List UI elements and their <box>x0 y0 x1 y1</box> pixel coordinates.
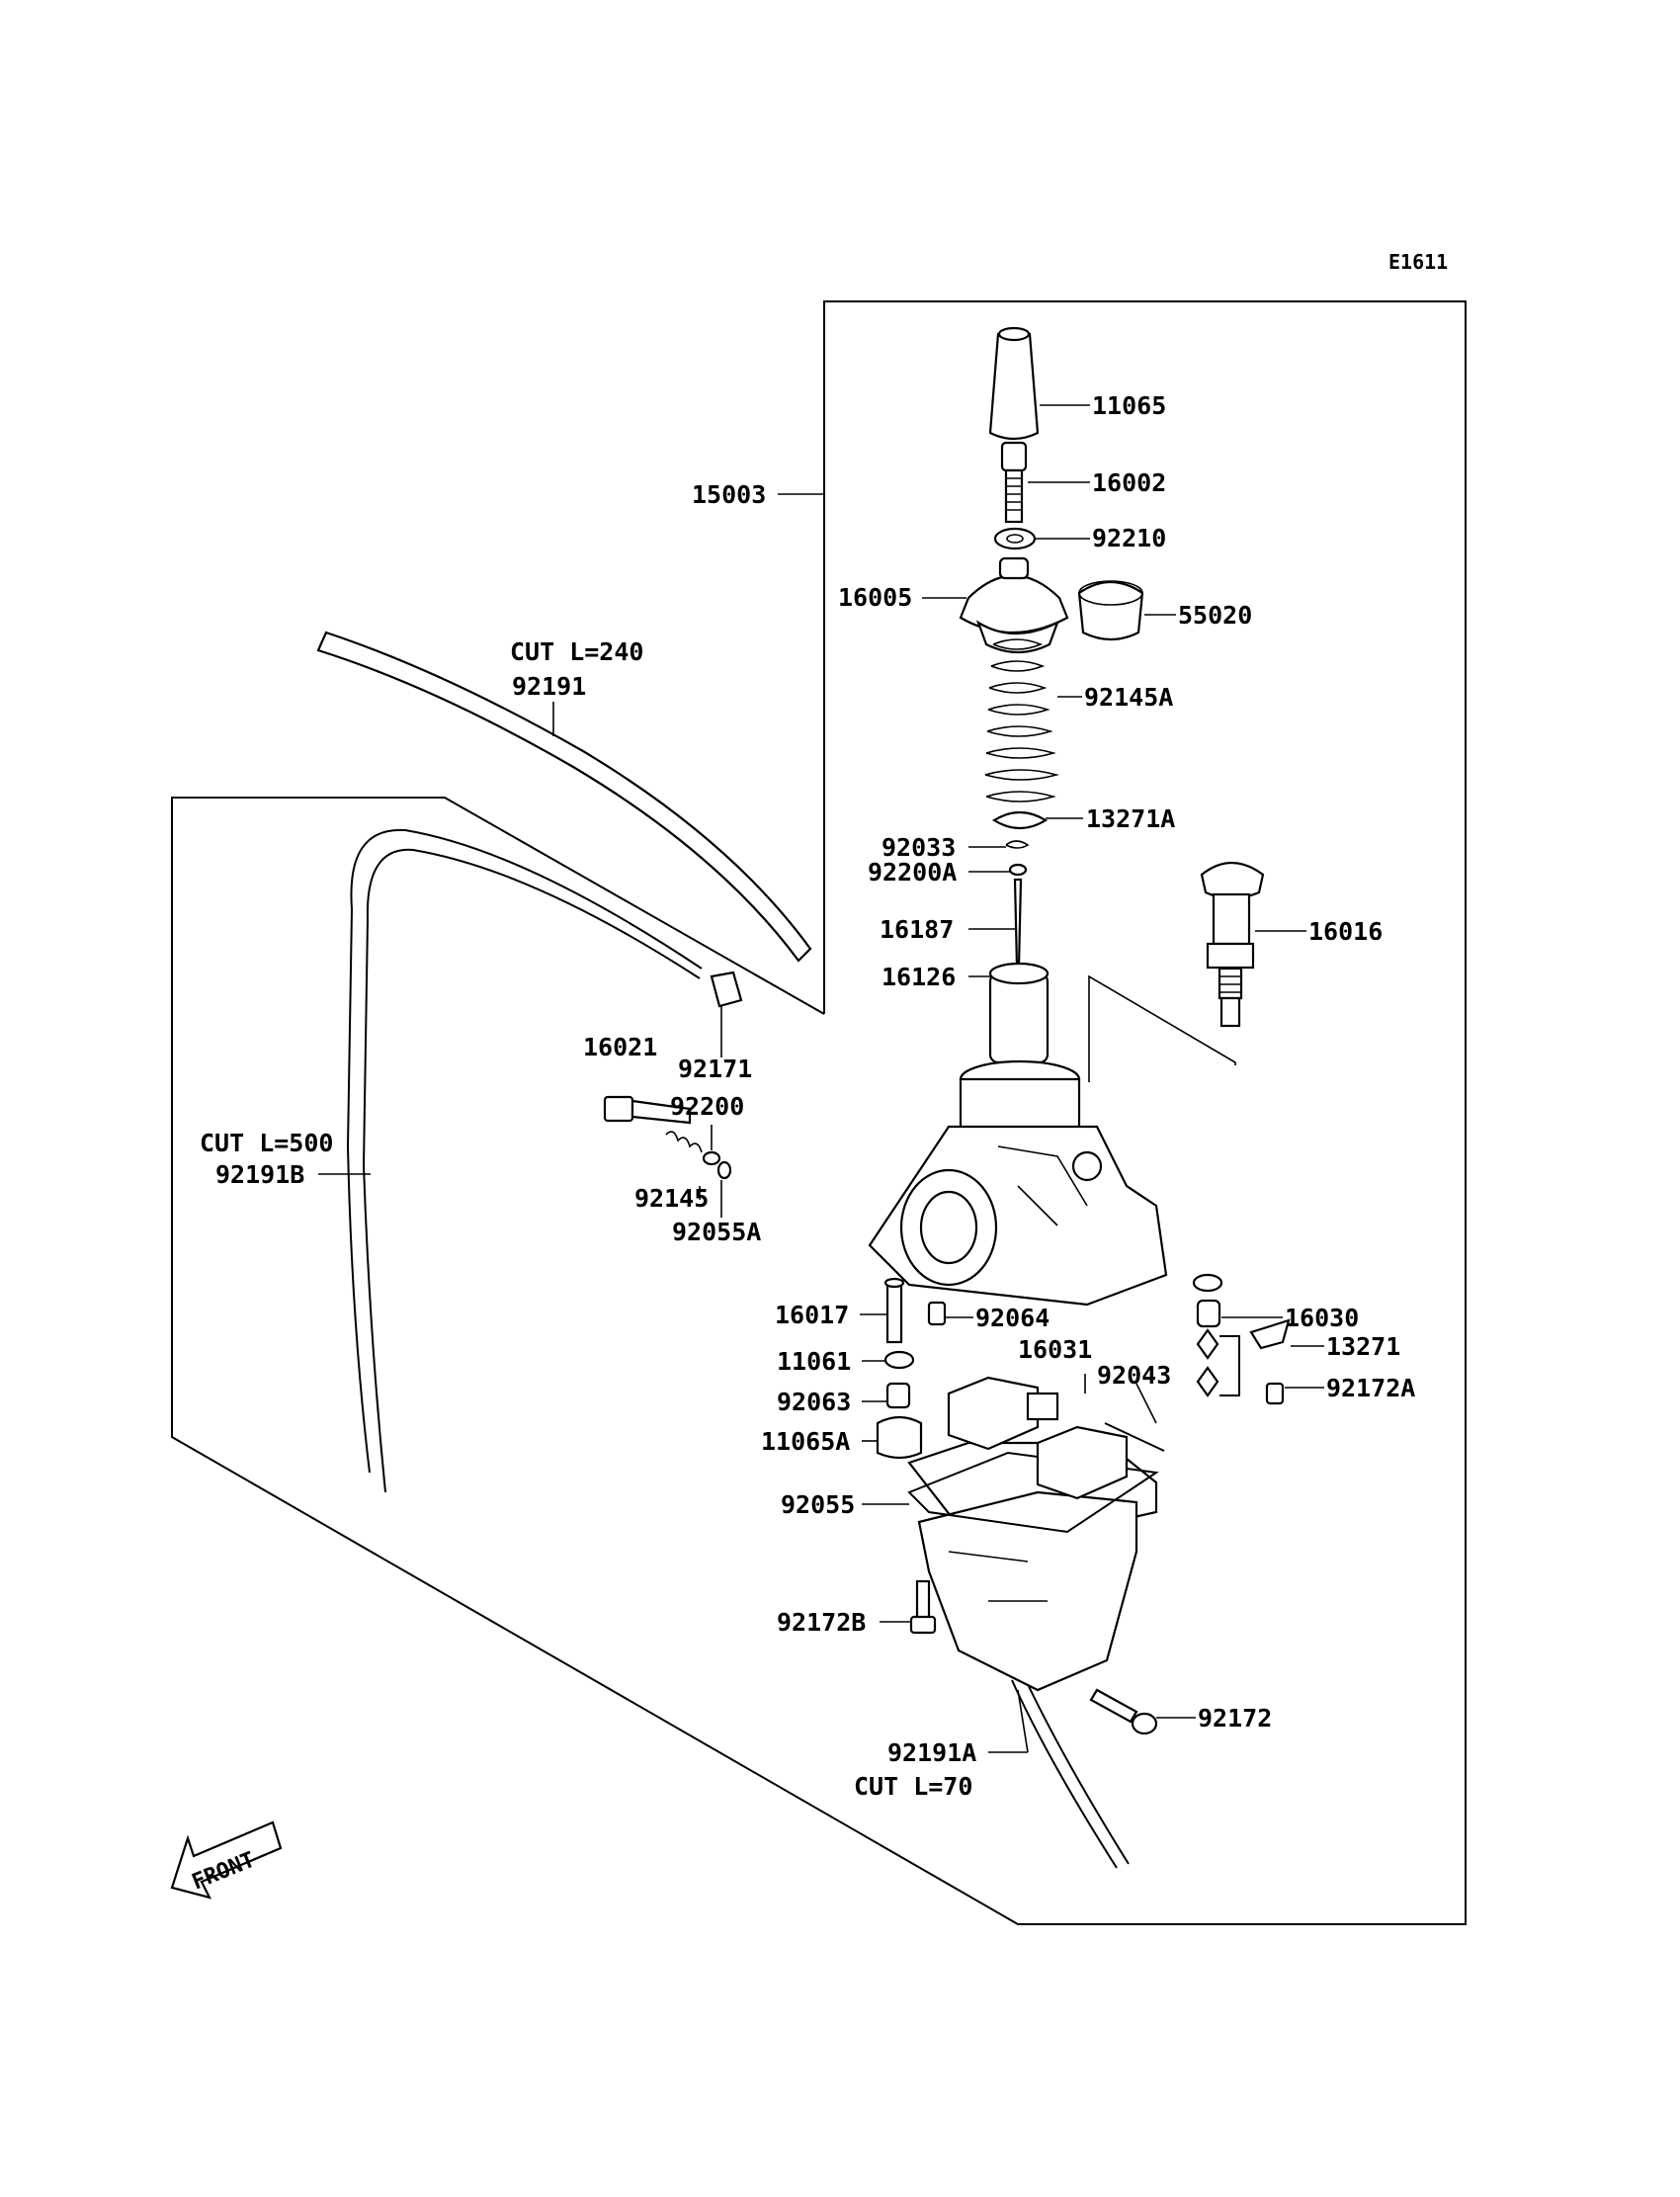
overflow-hose-500 <box>346 828 703 1493</box>
label-16031: 16031 <box>1018 1335 1092 1364</box>
lock-nut <box>993 527 1037 550</box>
label-92145a: 92145A <box>1084 683 1173 712</box>
label-16016: 16016 <box>1308 917 1383 946</box>
hose-clip-92171 <box>710 971 743 1008</box>
float-bowl-gasket <box>907 1451 1159 1534</box>
screw-92172a <box>1265 1382 1285 1405</box>
label-92033: 92033 <box>882 833 956 862</box>
washer-92200 <box>702 1150 721 1166</box>
label-92210: 92210 <box>1092 524 1166 552</box>
adjuster-bolt <box>1000 441 1028 524</box>
label-13271a: 13271A <box>1086 804 1175 833</box>
pilot-air-screw <box>603 1095 692 1125</box>
label-11061: 11061 <box>777 1347 851 1376</box>
label-92055a: 92055A <box>672 1218 761 1246</box>
label-92063: 92063 <box>777 1388 851 1416</box>
label-16187: 16187 <box>880 915 954 944</box>
needle-valve <box>1192 1273 1223 1328</box>
jet-needle <box>1013 878 1023 969</box>
label-92172a: 92172A <box>1326 1374 1415 1402</box>
label-92172: 92172 <box>1198 1704 1272 1732</box>
pilot-jet <box>927 1301 947 1326</box>
label-11065a: 11065A <box>761 1427 850 1456</box>
label-92200a: 92200A <box>868 858 957 887</box>
label-16021: 16021 <box>583 1033 657 1061</box>
label-16002: 16002 <box>1092 468 1166 497</box>
assembly-frame-right <box>171 300 1467 1925</box>
screw-92172 <box>1089 1688 1158 1735</box>
label-92191a: 92191A <box>887 1738 976 1767</box>
label-92171: 92171 <box>678 1055 752 1083</box>
cap-boot <box>1077 580 1144 641</box>
label-92055: 92055 <box>781 1490 855 1519</box>
label-15003: 15003 <box>692 480 766 509</box>
label-cut-500: CUT L=500 <box>200 1129 333 1157</box>
label-92043: 92043 <box>1097 1361 1171 1390</box>
float-valve-seat <box>1196 1328 1240 1397</box>
label-92191: 92191 <box>512 672 586 701</box>
label-16030: 16030 <box>1285 1304 1359 1332</box>
floats <box>947 1376 1129 1500</box>
carburetor-body <box>868 1059 1168 1307</box>
label-92191b: 92191B <box>215 1160 304 1189</box>
drain-hose-70 <box>1011 1679 1130 1869</box>
carburetor-cap <box>959 556 1069 654</box>
needle-clip-plate <box>991 810 1049 830</box>
throttle-spring <box>984 638 1059 803</box>
spring-clip-13271 <box>1249 1318 1291 1350</box>
label-cut-70: CUT L=70 <box>854 1772 972 1801</box>
cable-adjuster-cap <box>988 326 1040 441</box>
label-13271: 13271 <box>1326 1332 1400 1361</box>
main-jet-holder <box>883 1277 905 1344</box>
float-pin <box>1104 1422 1165 1452</box>
needle-washer <box>1008 863 1028 877</box>
e-clip <box>1005 840 1030 849</box>
throttle-valve <box>988 962 1050 1064</box>
label-92064: 92064 <box>975 1304 1050 1332</box>
main-jet-cap <box>876 1415 923 1460</box>
main-jet <box>885 1382 911 1409</box>
leader-lines <box>318 404 1324 1753</box>
o-ring-11061 <box>883 1350 915 1370</box>
starter-plunger <box>1200 862 1265 1028</box>
screw-spring <box>665 1131 703 1153</box>
o-ring-92055a <box>716 1160 732 1180</box>
front-arrow: FRONT <box>170 1820 283 1900</box>
vent-hose-240 <box>316 631 812 963</box>
label-92200: 92200 <box>670 1092 744 1121</box>
label-16017: 16017 <box>775 1301 849 1329</box>
label-cut-240: CUT L=240 <box>510 637 643 666</box>
label-16005: 16005 <box>838 583 912 612</box>
label-92172b: 92172B <box>777 1608 866 1637</box>
diagram-code: E1611 <box>1388 250 1448 274</box>
screw-92172b <box>909 1579 937 1635</box>
label-16126: 16126 <box>882 963 956 991</box>
label-55020: 55020 <box>1178 601 1252 630</box>
label-11065: 11065 <box>1092 391 1166 420</box>
label-92145: 92145 <box>634 1184 709 1213</box>
